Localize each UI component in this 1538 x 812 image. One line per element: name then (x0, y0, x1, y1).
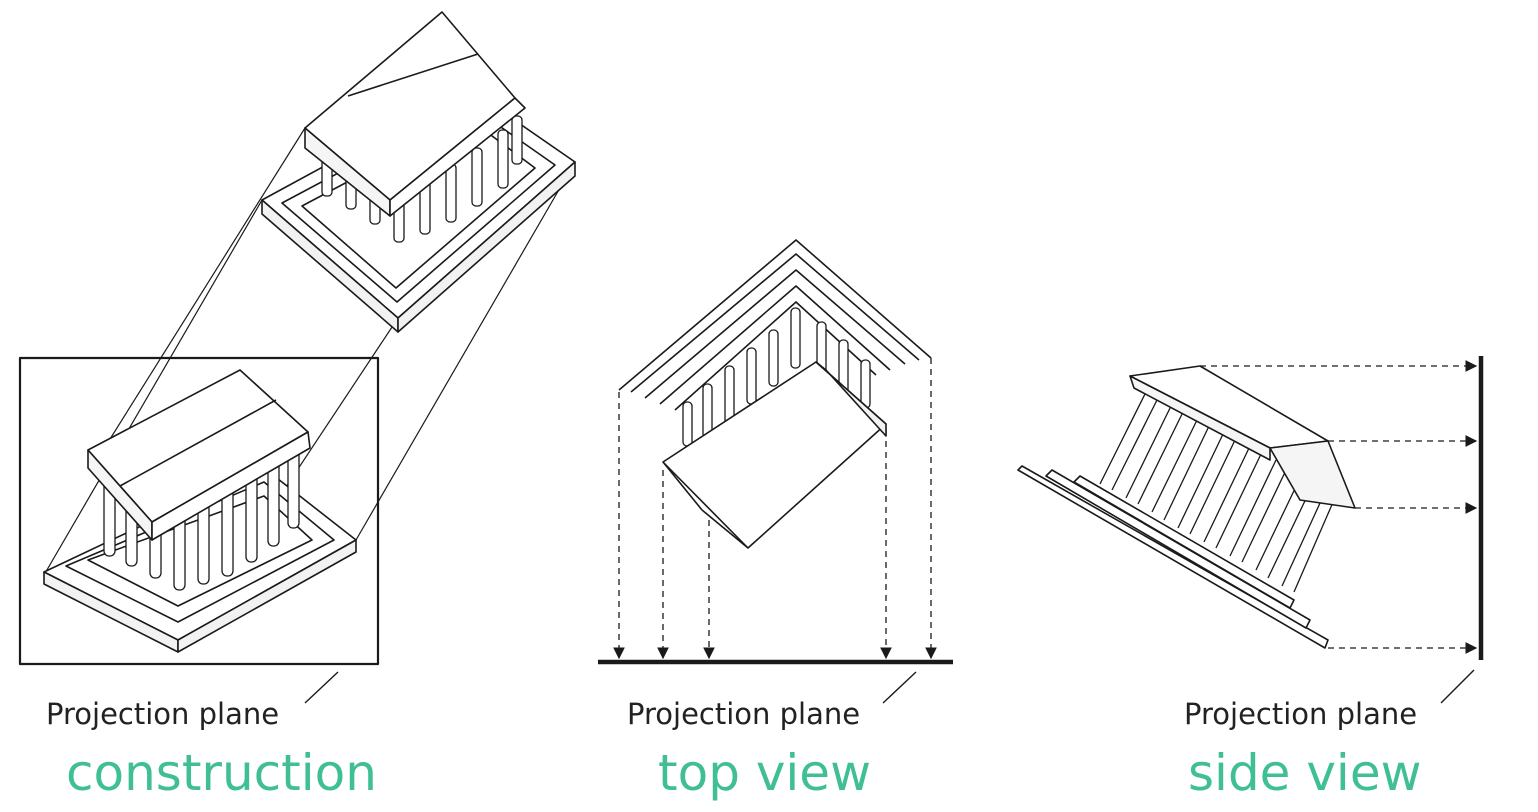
near-temple (44, 370, 356, 652)
side-view-base-2 (1046, 470, 1310, 628)
top-view-panel (598, 240, 953, 703)
side-view-roof-end (1270, 441, 1355, 508)
far-temple (262, 12, 575, 332)
side-view-plane-leader (1441, 670, 1474, 703)
construction-plane-label: Projection plane (46, 697, 279, 731)
top-view-plane-leader (883, 672, 916, 703)
top-view-plane-label: Projection plane (627, 697, 860, 731)
side-view-base-1 (1018, 466, 1328, 648)
side-view-title: side view (1188, 744, 1421, 802)
side-view-base-3 (1074, 476, 1294, 608)
construction-title: construction (66, 744, 377, 802)
top-view-title: top view (658, 744, 871, 802)
side-view-panel (1018, 356, 1481, 703)
construction-plane-leader (305, 672, 338, 703)
side-view-plane-label: Projection plane (1184, 697, 1417, 731)
construction-panel (20, 12, 575, 703)
